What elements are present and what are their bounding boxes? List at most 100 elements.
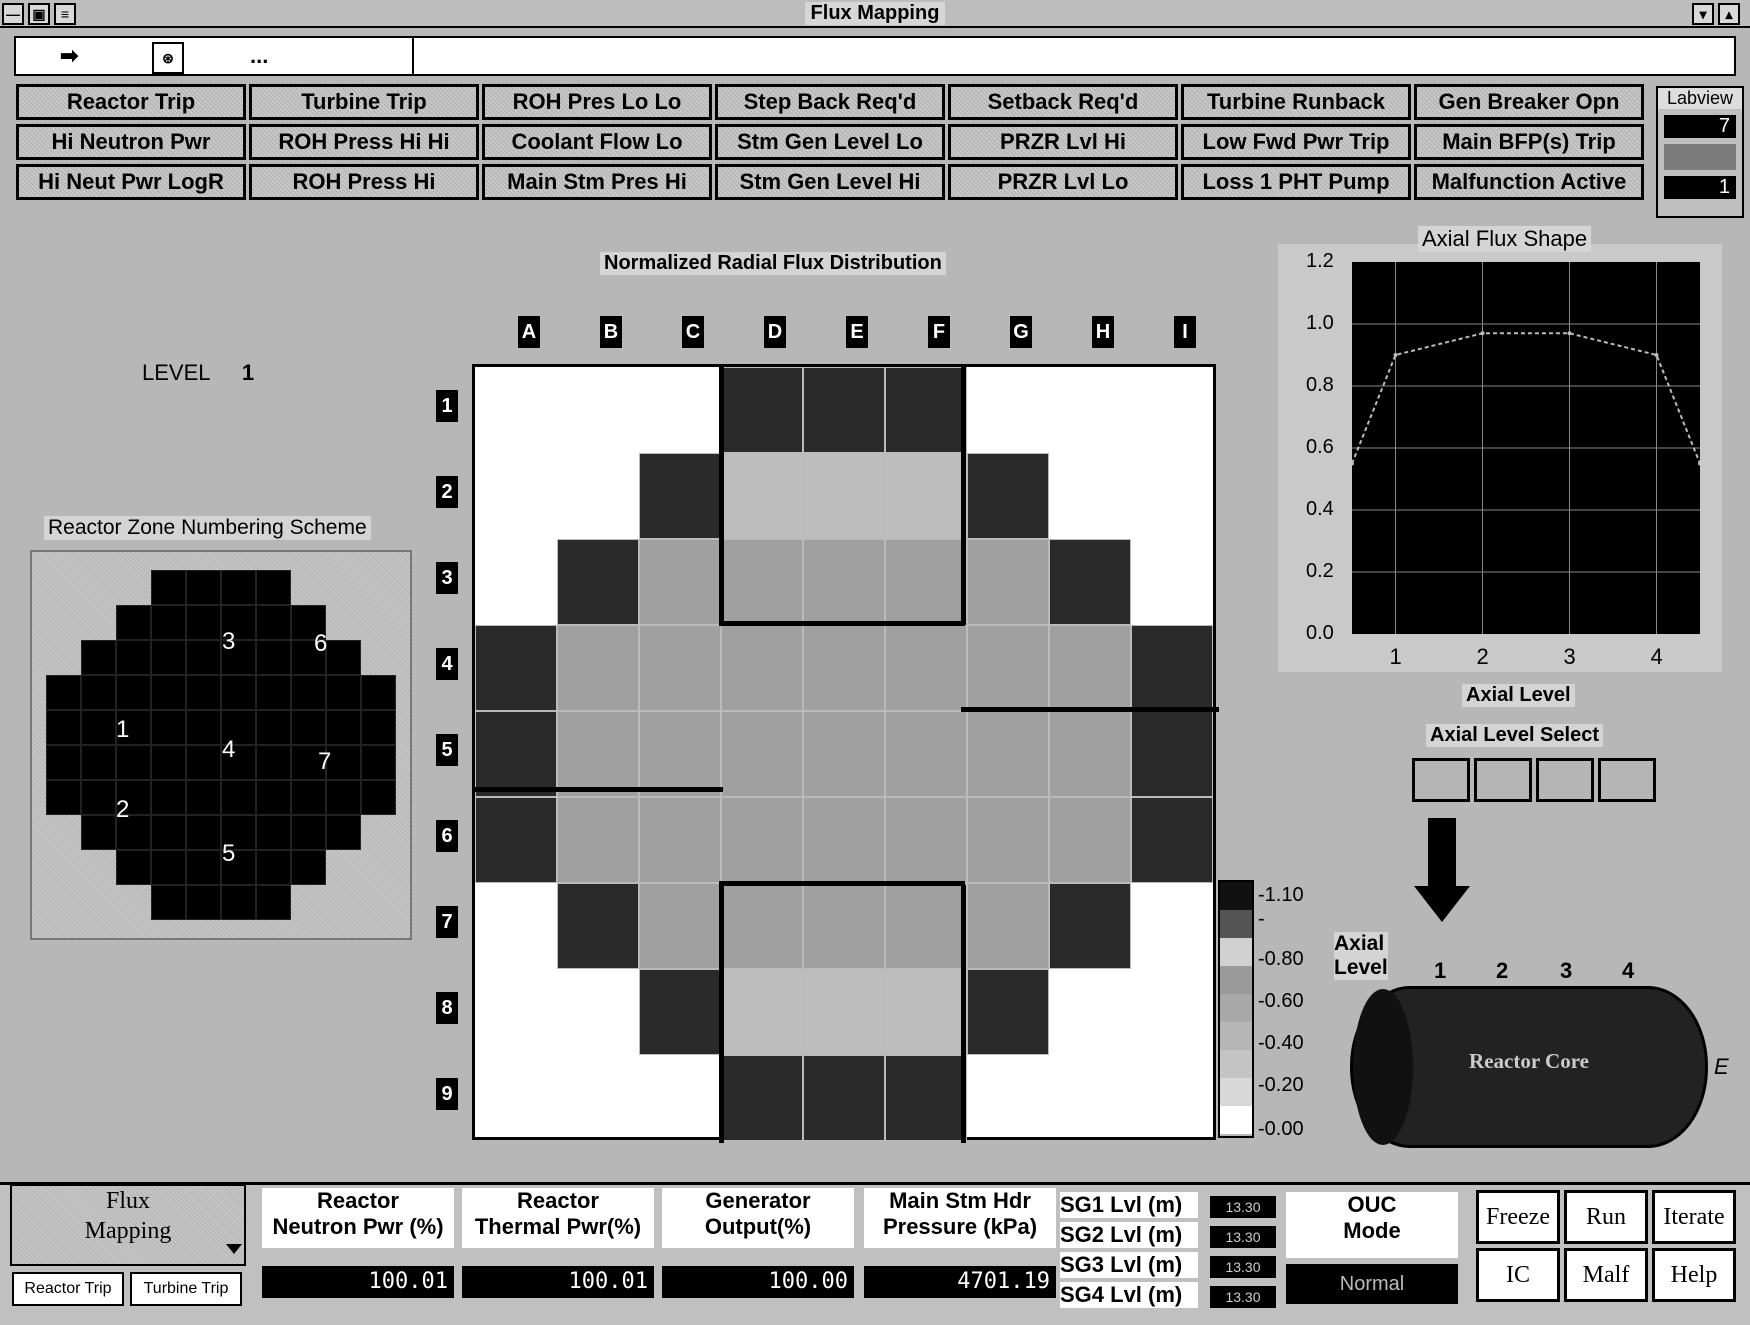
alarm-tile[interactable]: Main BFP(s) Trip [1414, 124, 1644, 160]
freeze-button[interactable]: Freeze [1476, 1190, 1560, 1244]
axial-level-button[interactable] [1536, 758, 1594, 802]
alarm-tile[interactable]: Low Fwd Pwr Trip [1181, 124, 1411, 160]
zone-cell [186, 675, 221, 710]
sg-level-label: SG4 Lvl (m) [1060, 1282, 1198, 1308]
core-end-cap [1353, 989, 1413, 1145]
zone-cell [116, 605, 151, 640]
dropdown-chevron-icon[interactable] [226, 1244, 242, 1254]
alarm-tile[interactable]: PRZR Lvl Lo [948, 164, 1178, 200]
zone-cell [291, 815, 326, 850]
legend-swatch [1220, 1050, 1252, 1078]
flux-cell [885, 1055, 967, 1141]
arrow-down-icon [1428, 818, 1456, 888]
axial-flux-point [1567, 331, 1572, 336]
flux-cell [557, 625, 639, 711]
readout-value: 100.00 [662, 1266, 854, 1298]
alarm-tile[interactable]: Hi Neut Pwr LogR [16, 164, 246, 200]
column-header: A [518, 316, 540, 348]
legend-label: -0.60 [1258, 990, 1304, 1012]
flux-cell [885, 453, 967, 539]
legend-label: - [1258, 908, 1265, 930]
column-header: B [600, 316, 622, 348]
app-icon[interactable]: ▣ [28, 3, 50, 25]
alarm-tile[interactable]: Hi Neutron Pwr [16, 124, 246, 160]
core-level-label: 1 [1434, 958, 1447, 983]
zone-cell [186, 780, 221, 815]
zone-cell [326, 640, 361, 675]
flux-cell [885, 797, 967, 883]
alarm-tile[interactable]: ROH Pres Lo Lo [482, 84, 712, 120]
alarm-tile[interactable]: Stm Gen Level Hi [715, 164, 945, 200]
readout-label: Generator Output(%) [662, 1188, 854, 1248]
axial-flux-line [1352, 332, 1700, 464]
run-button[interactable]: Run [1564, 1190, 1648, 1244]
zone-cell [326, 815, 361, 850]
alarm-tile[interactable]: ROH Press Hi Hi [249, 124, 479, 160]
y-tick-label: 0.6 [1306, 436, 1334, 458]
alarm-tile[interactable]: Gen Breaker Opn [1414, 84, 1644, 120]
system-menu-icon[interactable]: — [2, 3, 24, 25]
axial-flux-point [1654, 353, 1659, 357]
alarm-tile[interactable]: ROH Press Hi [249, 164, 479, 200]
zone-cell [256, 605, 291, 640]
more-button[interactable]: ... [250, 43, 269, 68]
ouc-mode-value: Normal [1286, 1264, 1458, 1304]
flux-color-legend [1218, 880, 1254, 1138]
grid-divider [719, 621, 965, 626]
flux-cell [639, 883, 721, 969]
zone-cell [46, 745, 81, 780]
toolbar-divider [412, 38, 414, 74]
alarm-tile[interactable]: Malfunction Active [1414, 164, 1644, 200]
flux-cell [803, 797, 885, 883]
axial-level-button[interactable] [1412, 758, 1470, 802]
turbine-trip-button[interactable]: Turbine Trip [130, 1272, 242, 1306]
zone-cell [256, 640, 291, 675]
flux-cell [639, 539, 721, 625]
y-tick-label: 0.0 [1306, 622, 1334, 644]
alarm-tile[interactable]: Stm Gen Level Lo [715, 124, 945, 160]
labview-value-2: 1 [1664, 176, 1736, 199]
zone-cell [221, 605, 256, 640]
core-level-label: 3 [1560, 958, 1573, 983]
maximize-icon[interactable]: ▴ [1718, 3, 1740, 25]
legend-swatch [1220, 938, 1252, 966]
zone-cell [326, 745, 361, 780]
axial-level-button[interactable] [1598, 758, 1656, 802]
reactor-trip-button[interactable]: Reactor Trip [12, 1272, 124, 1306]
readout-value: 100.01 [462, 1266, 654, 1298]
flux-cell [721, 969, 803, 1055]
flux-cell [721, 883, 803, 969]
zone-cell [151, 605, 186, 640]
iterate-button[interactable]: Iterate [1652, 1190, 1736, 1244]
sg-level-label: SG3 Lvl (m) [1060, 1252, 1198, 1278]
zone-cell [81, 675, 116, 710]
run-arrow-icon[interactable]: ➡ [60, 43, 79, 68]
axial-level-button[interactable] [1474, 758, 1532, 802]
alarm-tile[interactable]: PRZR Lvl Hi [948, 124, 1178, 160]
alarm-tile[interactable]: Turbine Trip [249, 84, 479, 120]
zone-cell [116, 640, 151, 675]
alarm-tile[interactable]: Step Back Req'd [715, 84, 945, 120]
alarm-tile[interactable]: Coolant Flow Lo [482, 124, 712, 160]
zone-cell [186, 640, 221, 675]
malf-button[interactable]: Malf [1564, 1248, 1648, 1302]
readout-value: 100.01 [262, 1266, 454, 1298]
menu-icon[interactable]: ≡ [54, 3, 76, 25]
axial-flux-title: Axial Flux Shape [1418, 226, 1592, 252]
alarm-tile[interactable]: Reactor Trip [16, 84, 246, 120]
alarm-tile[interactable]: Turbine Runback [1181, 84, 1411, 120]
arrow-head-icon [1414, 886, 1470, 922]
display-select-button[interactable]: Flux Mapping [10, 1184, 246, 1266]
alarm-tile[interactable]: Main Stm Pres Hi [482, 164, 712, 200]
stop-icon[interactable]: ⊛ [152, 42, 184, 74]
help-button[interactable]: Help [1652, 1248, 1736, 1302]
ic-button[interactable]: IC [1476, 1248, 1560, 1302]
alarm-tile[interactable]: Setback Req'd [948, 84, 1178, 120]
legend-swatch [1220, 994, 1252, 1022]
alarm-tile[interactable]: Loss 1 PHT Pump [1181, 164, 1411, 200]
zone-cell [151, 850, 186, 885]
minimize-icon[interactable]: ▾ [1692, 3, 1714, 25]
flux-cell [557, 883, 639, 969]
zone-cell [46, 710, 81, 745]
labview-value-1: 7 [1664, 115, 1736, 138]
